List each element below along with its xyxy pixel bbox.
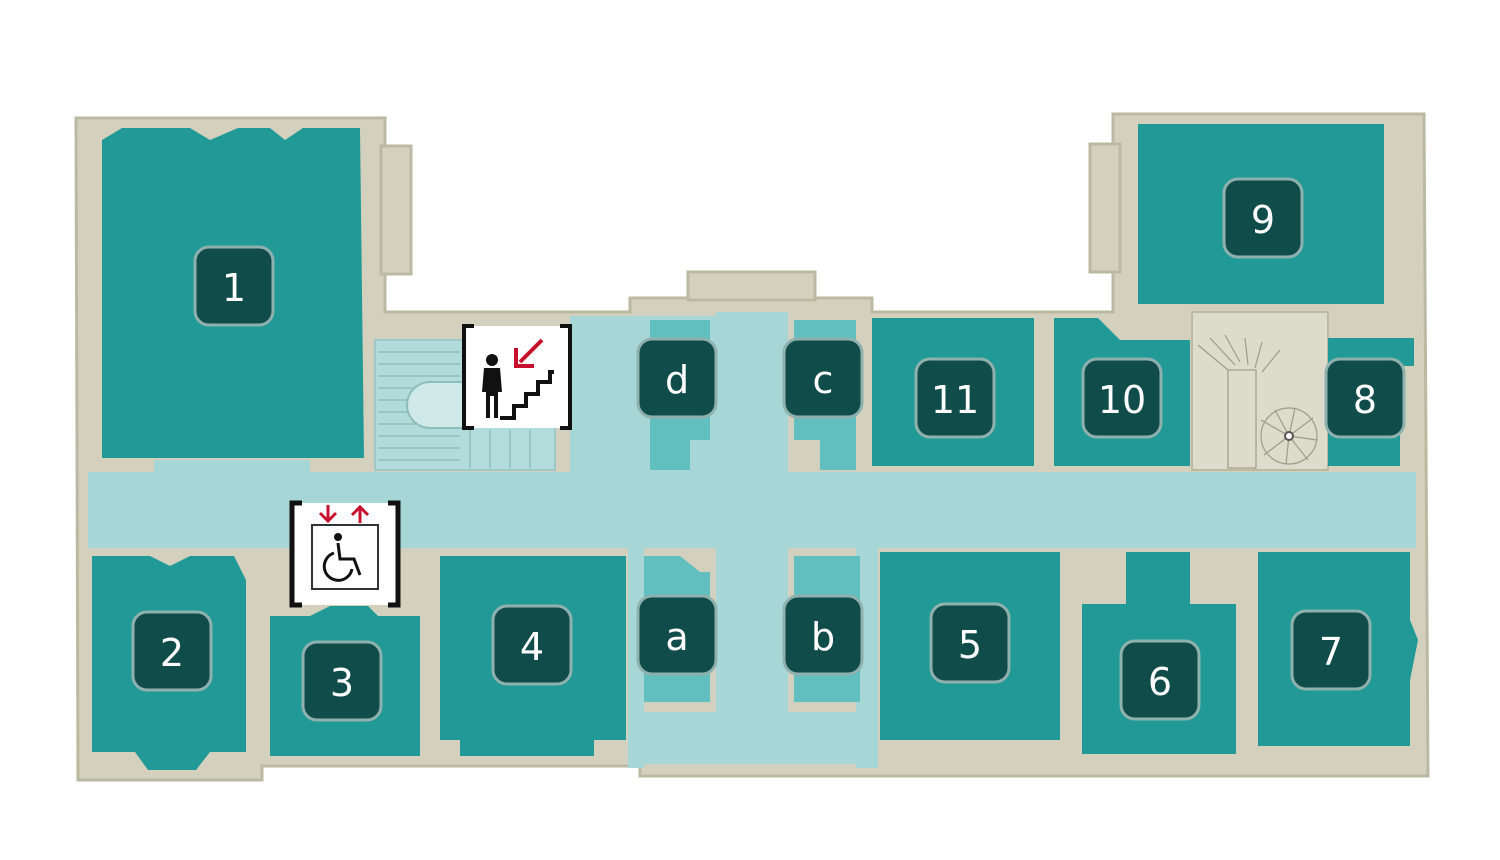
room-label-text: 1 [222, 266, 246, 310]
spiral-staircase [1191, 311, 1329, 471]
room-label-11: 11 [914, 357, 996, 439]
room-label-text: 2 [160, 631, 184, 675]
room-label-9: 9 [1222, 177, 1304, 259]
wheelchair-elevator-icon [289, 500, 401, 608]
room-label-8: 8 [1324, 357, 1406, 439]
room-label-box [193, 245, 275, 327]
room-label-b: b [782, 594, 864, 676]
room-label-4: 4 [491, 604, 573, 686]
room-label-text: 11 [931, 378, 979, 422]
room-label-text: d [665, 358, 689, 402]
room-label-box [491, 604, 573, 686]
room-labels: 1 2 3 4 5 6 7 8 9 10 11 a b c d [131, 177, 1406, 722]
room-label-box [1324, 357, 1406, 439]
room-label-box [1119, 639, 1201, 721]
room-label-text: 4 [520, 625, 544, 669]
room-label-box [1290, 609, 1372, 691]
room-label-c: c [782, 337, 864, 419]
room-label-box [914, 357, 996, 439]
room-label-text: 5 [958, 623, 982, 667]
room-label-box [636, 337, 718, 419]
room-label-10: 10 [1081, 357, 1163, 439]
room-label-box [301, 640, 383, 722]
room-label-box [782, 337, 864, 419]
room-label-box [636, 594, 718, 676]
room-label-7: 7 [1290, 609, 1372, 691]
room-label-5: 5 [929, 602, 1011, 684]
room-label-text: 6 [1148, 660, 1172, 704]
room-label-text: 10 [1098, 378, 1146, 422]
room-label-text: 3 [330, 661, 354, 705]
room-label-3: 3 [301, 640, 383, 722]
room-label-box [929, 602, 1011, 684]
room-label-text: 7 [1319, 630, 1343, 674]
room-label-box [131, 610, 213, 692]
room-label-box [1081, 357, 1163, 439]
room-label-a: a [636, 594, 718, 676]
room-label-text: b [811, 615, 835, 659]
room-label-text: 9 [1251, 198, 1275, 242]
room-label-text: a [665, 615, 688, 659]
room-label-text: 8 [1353, 378, 1377, 422]
room-label-6: 6 [1119, 639, 1201, 721]
room-label-1: 1 [193, 245, 275, 327]
room-label-box [782, 594, 864, 676]
stairs-down-icon [462, 324, 572, 430]
room-label-d: d [636, 337, 718, 419]
room-label-text: c [813, 358, 834, 402]
room-label-2: 2 [131, 610, 213, 692]
room-label-box [1222, 177, 1304, 259]
